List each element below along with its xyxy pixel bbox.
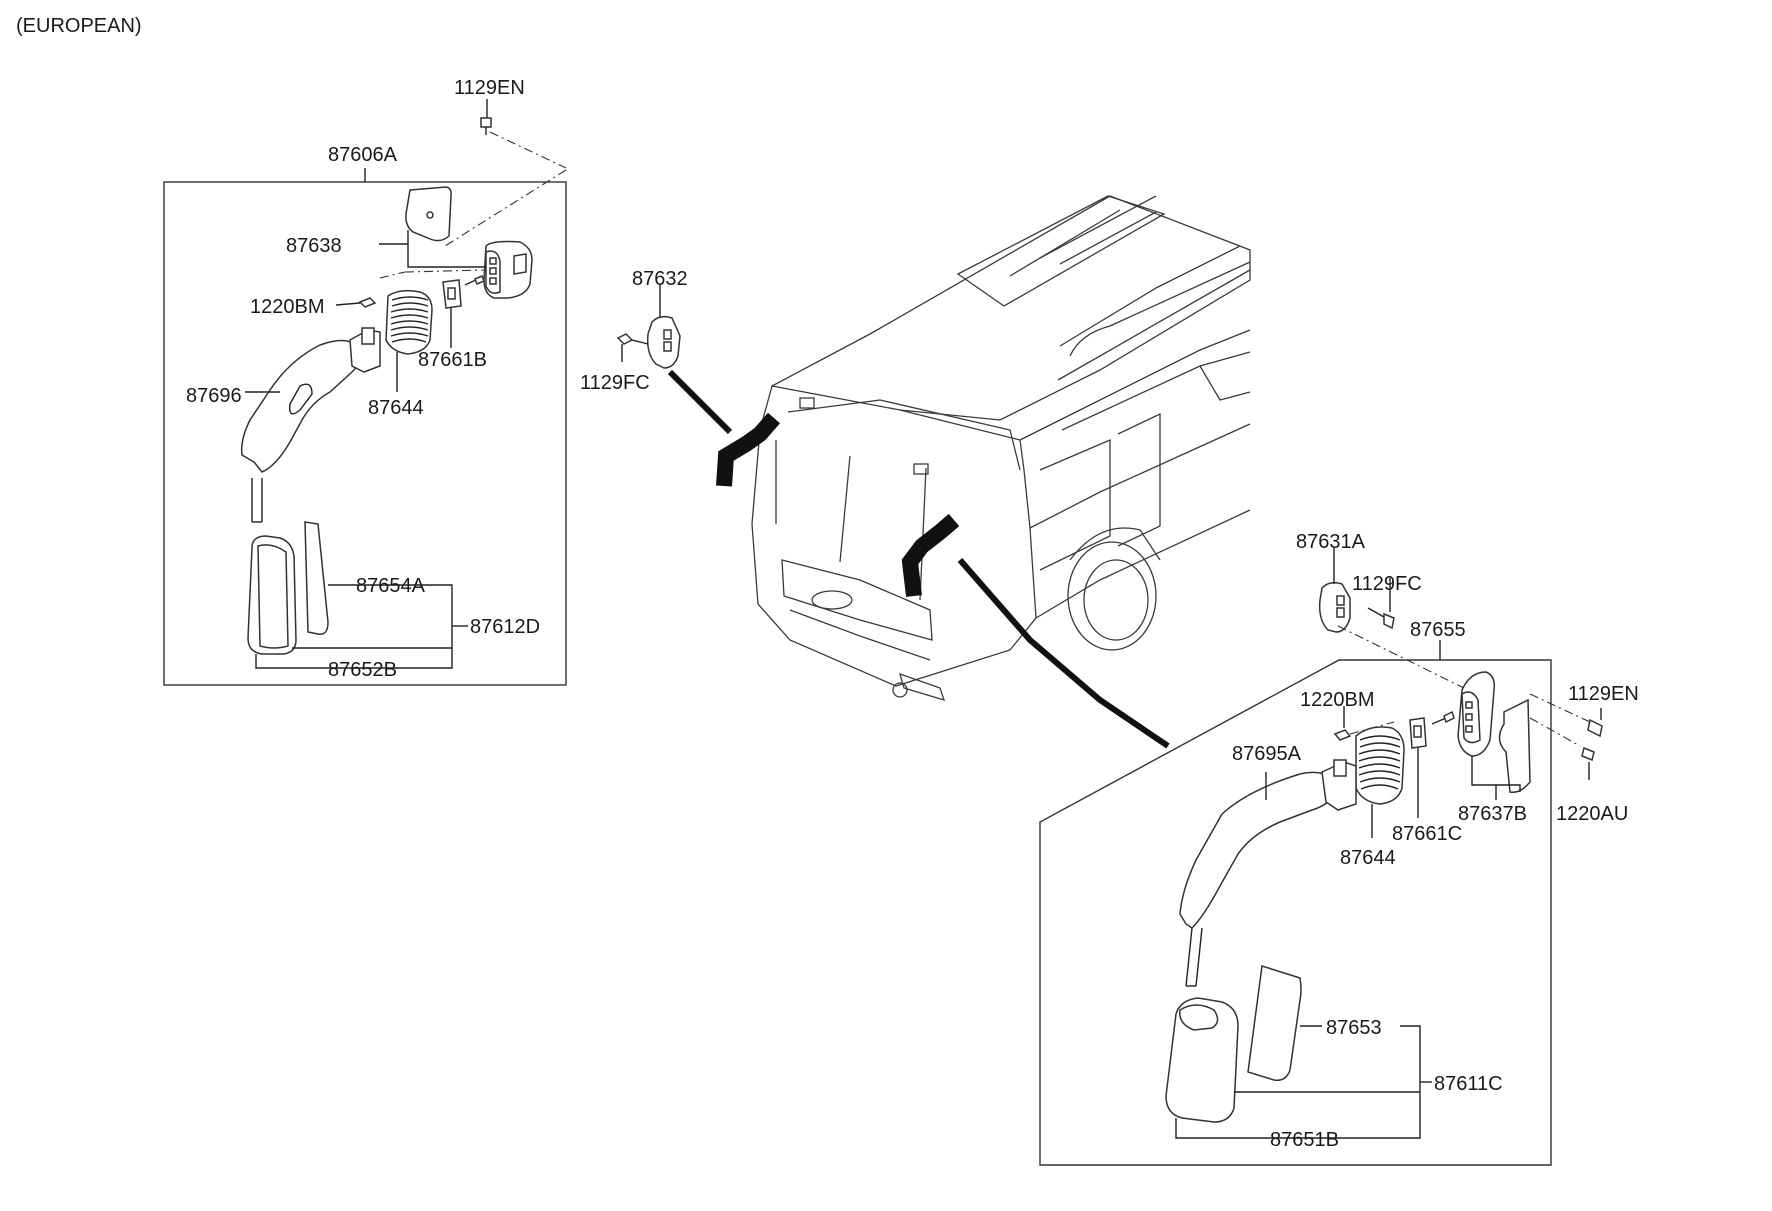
bus-illustration — [667, 195, 1251, 749]
screw-1220au — [1581, 746, 1595, 780]
cover-87638 — [405, 186, 452, 242]
label-87638: 87638 — [286, 235, 342, 257]
right-mirror-assembly — [1039, 548, 1603, 1166]
label-87661c: 87661C — [1392, 823, 1462, 845]
label-1220bm-left: 1220BM — [250, 296, 325, 318]
label-87611c: 87611C — [1434, 1073, 1503, 1095]
mirror-head-87611c — [1165, 965, 1432, 1139]
label-87637b: 87637B — [1458, 803, 1527, 825]
label-1129en-top: 1129EN — [454, 77, 525, 99]
label-87644-right: 87644 — [1340, 847, 1396, 869]
label-87695a: 87695A — [1232, 743, 1302, 765]
bolt-1129en-top — [444, 99, 567, 247]
housing-87637b — [1457, 671, 1591, 800]
clip-87661c — [1409, 710, 1455, 818]
right-assembly-frame — [1039, 659, 1552, 1166]
label-87651b: 87651B — [1270, 1129, 1339, 1151]
label-1129fc-right: 1129FC — [1352, 573, 1422, 595]
label-87644-left: 87644 — [368, 397, 424, 419]
mirror-head-87612d — [247, 521, 468, 669]
bolt-1129en-right — [1587, 708, 1603, 738]
clip-87661b — [442, 275, 485, 348]
label-1129fc-left: 1129FC — [580, 372, 650, 394]
label-87606a: 87606A — [328, 144, 398, 166]
arm-87695a — [1179, 759, 1357, 987]
label-87661b: 87661B — [418, 349, 487, 371]
label-87655: 87655 — [1410, 619, 1466, 641]
label-87631a: 87631A — [1296, 531, 1366, 553]
label-87696: 87696 — [186, 385, 242, 407]
label-1129en-right: 1129EN — [1568, 683, 1639, 705]
label-87653: 87653 — [1326, 1017, 1382, 1039]
base-87631a — [1318, 548, 1469, 691]
label-1220bm-right: 1220BM — [1300, 689, 1375, 711]
mount-87632 — [616, 285, 681, 369]
region-title: (EUROPEAN) — [16, 15, 142, 37]
label-87612d: 87612D — [470, 616, 540, 638]
arm-87696 — [240, 327, 381, 523]
label-87632: 87632 — [632, 268, 688, 290]
bolt-1129fc-right — [1367, 578, 1395, 630]
label-1220au: 1220AU — [1556, 803, 1628, 825]
bellows-87644-right — [1355, 726, 1405, 838]
bellows-87644-left — [385, 289, 433, 392]
label-87652b: 87652B — [328, 659, 397, 681]
left-mirror-assembly — [163, 99, 567, 686]
label-87654a: 87654A — [356, 575, 426, 597]
housing-top-bracket — [483, 240, 533, 299]
screw-1220bm-left — [335, 297, 377, 308]
